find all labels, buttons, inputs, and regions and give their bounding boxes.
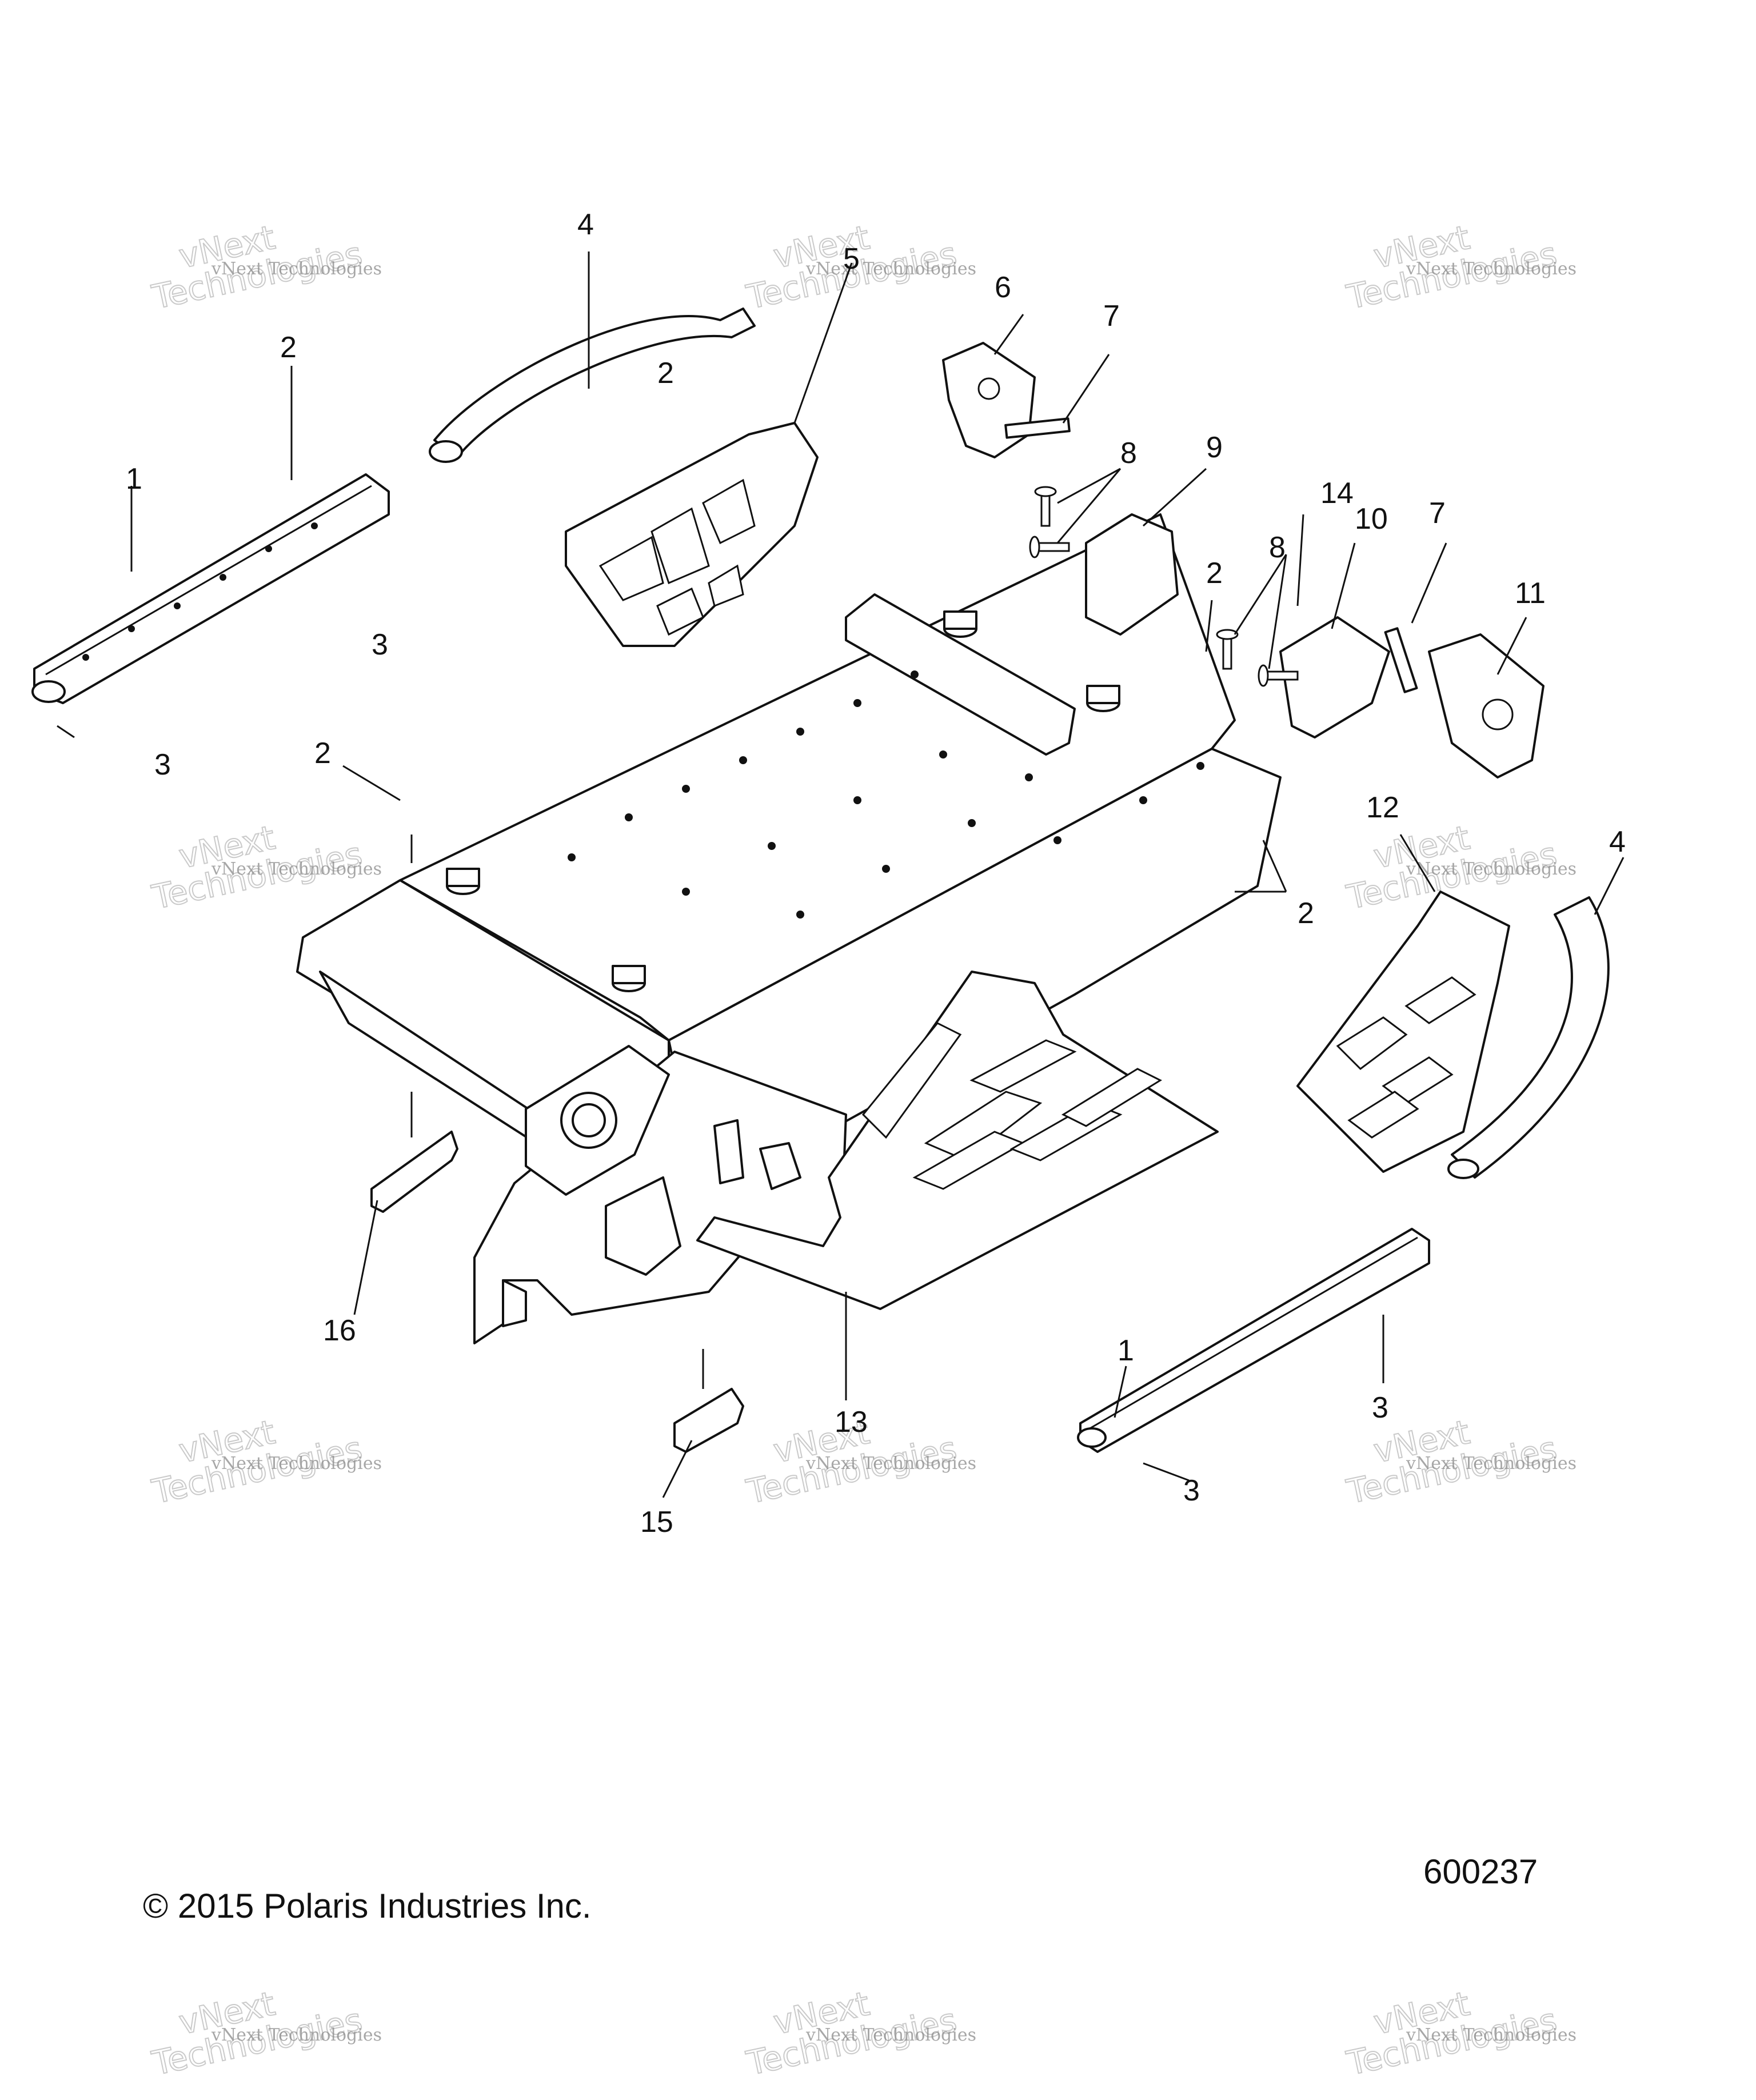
callout-3: 3 (1372, 1391, 1388, 1424)
watermark-text: vNext Technologies (805, 259, 976, 279)
plate-cutout (759, 1142, 801, 1190)
tunnel-post (612, 965, 646, 984)
callout-8: 8 (1120, 437, 1137, 470)
watermark-text: vNext Technologies (211, 259, 382, 279)
plate-cutout (605, 1176, 681, 1276)
callout-2: 2 (657, 357, 674, 390)
grab-bar-end (1447, 1159, 1479, 1179)
callout-2: 2 (1298, 897, 1314, 930)
watermark-text: vNext Technologies (211, 1454, 382, 1474)
tunnel-rivets (568, 670, 1204, 919)
tunnel-post (446, 868, 480, 887)
callout-1: 1 (126, 462, 142, 496)
grab-bar-tube (433, 308, 756, 458)
callout-16: 16 (323, 1314, 356, 1347)
tunnel-part-13 (296, 513, 1282, 1344)
callout-3: 3 (154, 748, 171, 781)
running-board-part-12 (1296, 891, 1510, 1173)
bracket-body (942, 342, 1036, 458)
callout-13: 13 (835, 1406, 868, 1439)
watermark-text: vNext Technologies (211, 859, 382, 879)
callout-3: 3 (372, 628, 388, 661)
callout-3: 3 (1183, 1474, 1200, 1507)
watermark-text: vNext Technologies (1406, 2025, 1577, 2045)
callout-11: 11 (1515, 577, 1546, 610)
rail-end (1077, 1427, 1107, 1448)
grab-bar-end (429, 440, 463, 463)
plate-cutout (502, 1279, 527, 1327)
watermark-text: vNext Technologies (211, 2025, 382, 2045)
cover-part-9 (1085, 513, 1179, 636)
callout-6: 6 (995, 271, 1011, 304)
grab-bar-tube (1451, 896, 1610, 1179)
rail-part-1-right (1077, 1228, 1430, 1453)
diagram-number: 600237 (1423, 1853, 1538, 1891)
rail-screws (82, 522, 318, 661)
callouts: 4 5 6 7 2 2 9 8 14 10 7 1 8 2 11 3 3 2 1… (126, 208, 1626, 1539)
watermark-text: vNext Technologies (1406, 1454, 1577, 1474)
watermark-text: vNext Technologies (805, 1454, 976, 1474)
grab-bar-part-4-left (429, 308, 756, 463)
callout-2: 2 (280, 331, 297, 364)
callout-14: 14 (1320, 477, 1354, 510)
leader-lines (57, 251, 1625, 1498)
callout-4: 4 (1609, 825, 1626, 859)
callout-9: 9 (1206, 431, 1223, 464)
callout-2: 2 (314, 737, 331, 770)
bulkhead-bearing-inner (572, 1103, 606, 1137)
plate-cutout (713, 1119, 744, 1184)
tunnel-rear-bar (845, 593, 1076, 756)
rail-end (31, 680, 66, 703)
cover-part-10 (1279, 616, 1390, 738)
callout-7: 7 (1103, 300, 1120, 333)
bolt-part-8 (1029, 486, 1299, 687)
tunnel-post (1086, 685, 1120, 704)
tunnel-post (943, 610, 977, 630)
pin-part-7 (1004, 417, 1418, 693)
copyright-notice: © 2015 Polaris Industries Inc. (143, 1887, 592, 1925)
callout-10: 10 (1355, 502, 1388, 536)
callout-1: 1 (1118, 1334, 1134, 1367)
running-board-cutouts (861, 1022, 1163, 1190)
watermark-text: vNext Technologies (805, 2025, 976, 2045)
running-board-part-5 (565, 422, 819, 647)
callout-15: 15 (640, 1506, 673, 1539)
callout-7: 7 (1429, 497, 1446, 530)
bracket-part-16 (370, 1131, 458, 1213)
callout-4: 4 (577, 208, 594, 241)
bracket-part-15 (673, 1388, 744, 1453)
rail-body (33, 473, 390, 704)
callout-2: 2 (1206, 557, 1223, 590)
watermark-text: vNext Technologies (1406, 259, 1577, 279)
grab-bar-part-4-right (1447, 896, 1610, 1179)
rail-part-1-left (31, 473, 390, 704)
watermark-text: vNext Technologies (1406, 859, 1577, 879)
callout-8: 8 (1269, 531, 1286, 564)
callout-5: 5 (843, 242, 860, 276)
bracket-part-11 (1428, 633, 1545, 778)
callout-12: 12 (1366, 791, 1399, 824)
bracket-part-6 (942, 342, 1036, 458)
